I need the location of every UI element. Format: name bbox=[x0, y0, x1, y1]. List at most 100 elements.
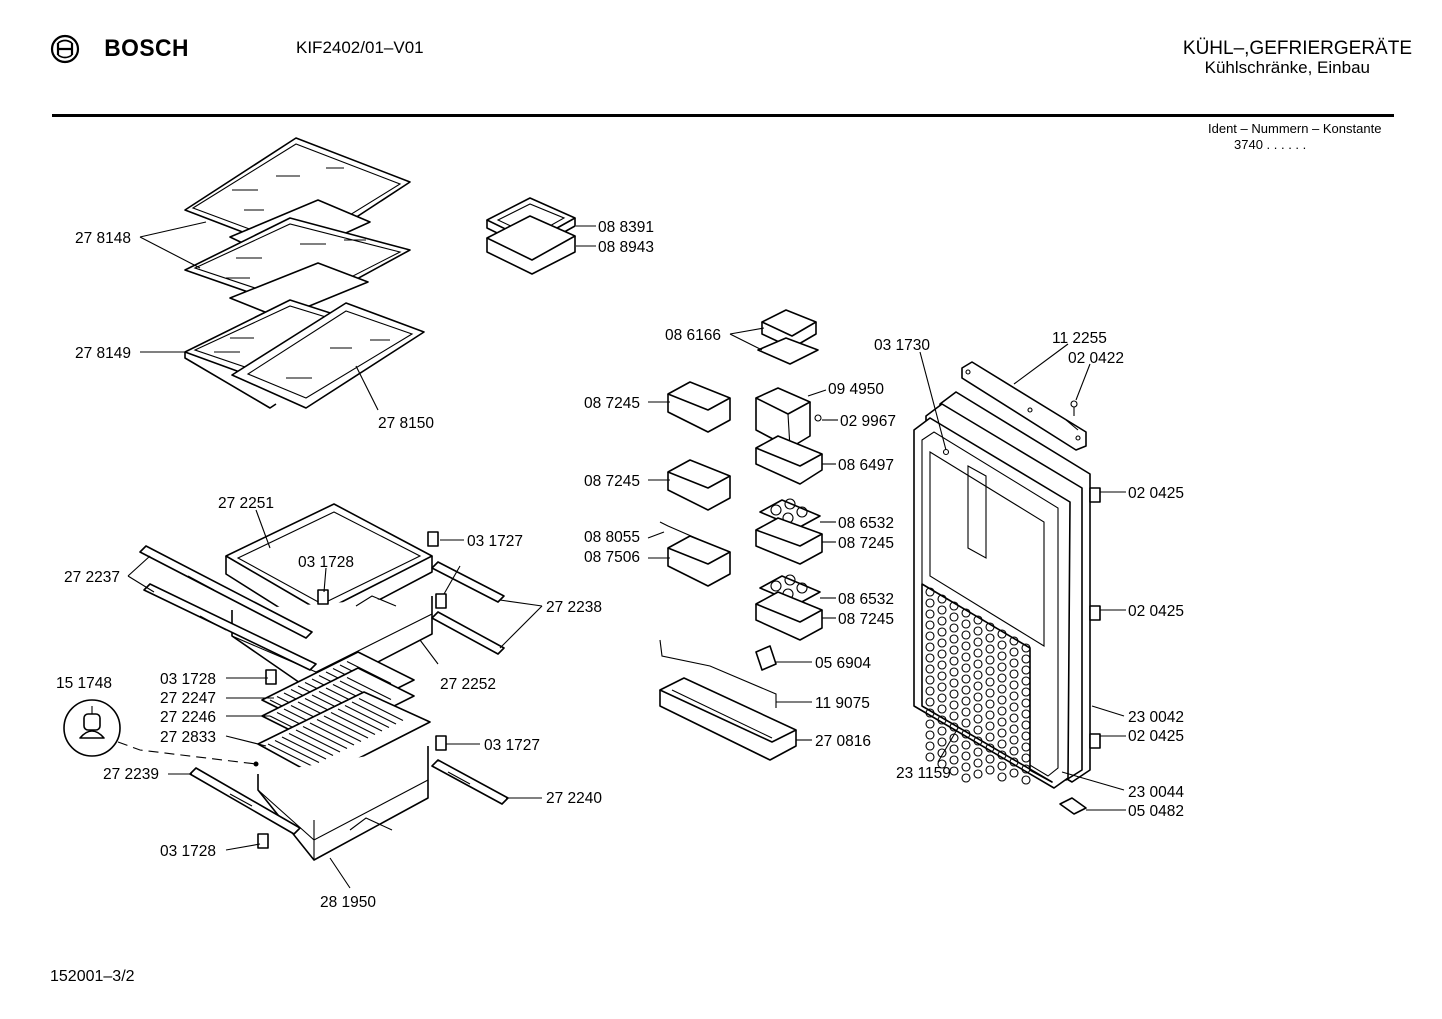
leader-031730 bbox=[919, 351, 947, 451]
bin-087245-c bbox=[755, 517, 823, 565]
label-031727-a: 03 1727 bbox=[467, 533, 523, 550]
clip-031728-c bbox=[257, 833, 269, 849]
label-050482: 05 0482 bbox=[1128, 803, 1184, 820]
label-278149: 27 8149 bbox=[75, 345, 131, 362]
label-029967: 02 9967 bbox=[840, 413, 896, 430]
label-086532-a: 08 6532 bbox=[838, 515, 894, 532]
leader-272237-a bbox=[127, 555, 151, 577]
label-231159: 23 1159 bbox=[896, 765, 951, 782]
leader-031728-c bbox=[225, 843, 261, 851]
label-020425-c: 02 0425 bbox=[1128, 728, 1184, 745]
label-151748: 15 1748 bbox=[56, 675, 112, 692]
label-031728-a: 03 1728 bbox=[298, 554, 354, 571]
clip-031727-mid bbox=[435, 593, 447, 609]
header-rule bbox=[52, 114, 1394, 117]
label-272240: 27 2240 bbox=[546, 790, 602, 807]
glass-shelf-278150 bbox=[231, 302, 425, 409]
label-086166: 08 6166 bbox=[665, 327, 721, 344]
label-272252: 27 2252 bbox=[440, 676, 496, 693]
grid-272833 bbox=[257, 691, 431, 779]
bin-086497 bbox=[755, 435, 823, 485]
leader-086166-a bbox=[729, 327, 765, 335]
knob-151748 bbox=[63, 699, 121, 757]
label-031727-b: 03 1727 bbox=[484, 737, 540, 754]
leader-031728-a bbox=[323, 567, 327, 593]
model-number: KIF2402/01–V01 bbox=[296, 38, 424, 57]
leader-020422 bbox=[1075, 363, 1091, 401]
label-272239: 27 2239 bbox=[103, 766, 159, 783]
leader-086166-b bbox=[729, 333, 763, 351]
label-281950: 28 1950 bbox=[320, 894, 376, 911]
clip-031727-a bbox=[427, 531, 439, 547]
clip-031727-b bbox=[435, 735, 447, 751]
leader-112255 bbox=[1013, 343, 1069, 385]
clip-056904 bbox=[755, 645, 777, 671]
ident-value: 3740 . . . . . . bbox=[1234, 137, 1307, 152]
label-272238: 27 2238 bbox=[546, 599, 602, 616]
category-subtitle: Kühlschränke, Einbau bbox=[1204, 58, 1370, 77]
label-088943: 08 8943 bbox=[598, 239, 654, 256]
label-270816: 27 0816 bbox=[815, 733, 871, 750]
label-278148: 27 8148 bbox=[75, 230, 131, 247]
label-272251: 27 2251 bbox=[218, 495, 274, 512]
label-278150: 27 8150 bbox=[378, 415, 434, 432]
label-056904: 05 6904 bbox=[815, 655, 871, 672]
screw-029967 bbox=[814, 414, 822, 422]
leader-230044 bbox=[1061, 771, 1125, 791]
label-272246: 27 2246 bbox=[160, 709, 216, 726]
drawer-cover-272251 bbox=[225, 503, 433, 633]
label-087506: 08 7506 bbox=[584, 549, 640, 566]
rail-272237-lower bbox=[143, 583, 317, 671]
rail-272237-upper bbox=[139, 545, 313, 639]
rail-272240 bbox=[431, 759, 509, 805]
bottle-bin-270816 bbox=[659, 639, 797, 761]
label-230044: 23 0044 bbox=[1128, 784, 1184, 801]
leader-231159 bbox=[937, 727, 959, 763]
leader-272251 bbox=[255, 509, 271, 549]
label-086497: 08 6497 bbox=[838, 457, 894, 474]
door-panel-231159 bbox=[921, 583, 1053, 785]
label-031728-c: 03 1728 bbox=[160, 843, 216, 860]
label-230042: 23 0042 bbox=[1128, 709, 1184, 726]
label-087245-a: 08 7245 bbox=[584, 395, 640, 412]
dash-leader-151748 bbox=[117, 741, 257, 765]
document-number: 152001–3/2 bbox=[50, 968, 135, 985]
label-086532-b: 08 6532 bbox=[838, 591, 894, 608]
leader-272833 bbox=[225, 735, 267, 747]
leader-278150 bbox=[355, 365, 379, 411]
label-020422: 02 0422 bbox=[1068, 350, 1124, 367]
bosch-logo: BOSCH bbox=[50, 34, 191, 64]
leader-031727-mid bbox=[443, 565, 461, 595]
leader-088055 bbox=[647, 531, 665, 539]
label-087245-b: 08 7245 bbox=[584, 473, 640, 490]
leader-278148 bbox=[139, 221, 207, 238]
glass-shelf-278148-lower bbox=[184, 217, 411, 319]
leader-278148-b bbox=[139, 236, 201, 269]
label-020425-b: 02 0425 bbox=[1128, 603, 1184, 620]
label-088055: 08 8055 bbox=[584, 529, 640, 546]
rail-272238-upper bbox=[431, 561, 505, 603]
ident-title: Ident – Nummern – Konstante bbox=[1208, 121, 1382, 136]
brand-name: BOSCH bbox=[104, 35, 189, 62]
dot-151748 bbox=[253, 761, 259, 767]
leader-272238-b bbox=[499, 605, 543, 649]
bin-087245-middle bbox=[667, 459, 731, 511]
category-title: KÜHL–,GEFRIERGERÄTE bbox=[1182, 38, 1412, 59]
lid-086166 bbox=[757, 309, 819, 365]
leader-094950 bbox=[807, 389, 827, 397]
rail-272239 bbox=[189, 767, 301, 835]
leader-272237-b bbox=[127, 575, 155, 593]
label-031728-b: 03 1728 bbox=[160, 671, 216, 688]
label-087245-d: 08 7245 bbox=[838, 611, 894, 628]
label-031730: 03 1730 bbox=[874, 337, 930, 354]
bin-087506 bbox=[659, 521, 731, 587]
clip-031728-a bbox=[317, 589, 329, 605]
label-272237: 27 2237 bbox=[64, 569, 120, 586]
drawer-281950 bbox=[257, 746, 429, 861]
label-088391: 08 8391 bbox=[598, 219, 654, 236]
leader-281950 bbox=[329, 857, 351, 889]
leader-272252 bbox=[419, 639, 439, 665]
label-020425-a: 02 0425 bbox=[1128, 485, 1184, 502]
label-119075: 11 9075 bbox=[815, 695, 870, 712]
rail-272238-lower bbox=[431, 611, 505, 655]
